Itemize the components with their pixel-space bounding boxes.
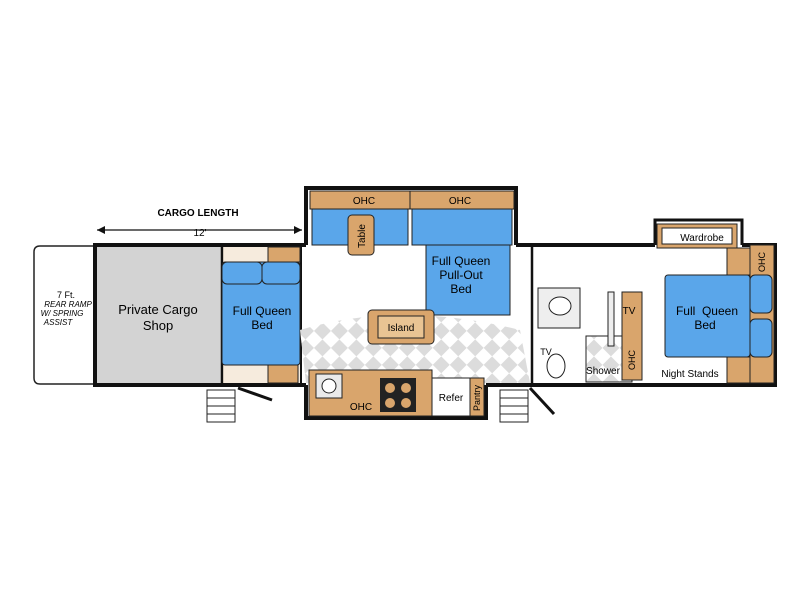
living-floor [300, 315, 530, 383]
shower-label: Shower [586, 366, 621, 377]
cargo-length-dimension [97, 226, 302, 234]
rear-ramp [33, 245, 96, 385]
master-ohc-label: OHC [757, 252, 767, 273]
night-stands-label: Night Stands [661, 369, 718, 380]
island-label: Island [388, 323, 415, 334]
living-slide [309, 190, 515, 316]
front-queen-bed [221, 261, 301, 366]
pullout-line1: Full Queen [432, 254, 491, 268]
exterior-walls [93, 186, 777, 420]
entry-steps-right [499, 386, 556, 423]
bath-ohc-label: OHC [627, 350, 637, 371]
master-queen-bed [664, 274, 751, 358]
cargo-length-title: CARGO LENGTH [157, 208, 238, 219]
front-bed-line2: Bed [251, 318, 272, 332]
master-bed-line1: Full Queen [676, 304, 738, 318]
refer-label: Refer [439, 393, 464, 404]
cargo-shop-line1: Private Cargo [118, 302, 197, 317]
ramp-height: 7 Ft. [57, 290, 75, 300]
pantry-label: Pantry [472, 384, 482, 411]
kitchen-ohc-label: OHC [350, 402, 372, 413]
pullout-bed [425, 244, 511, 316]
dinette-table [347, 214, 375, 256]
ohc-right-label: OHC [449, 196, 471, 207]
cargo-area [97, 247, 222, 383]
entry-steps-left [206, 386, 273, 423]
ramp-line3: ASSIST [43, 318, 74, 327]
ramp-line1: REAR RAMP [44, 300, 92, 309]
cargo-shop-line2: Shop [143, 318, 173, 333]
bathroom [530, 247, 643, 383]
ohc-left-label: OHC [353, 196, 375, 207]
master-bed-line2: Bed [694, 318, 715, 332]
front-bedroom [221, 246, 302, 384]
master-tv-label: TV [623, 306, 636, 317]
kitchen-island [367, 309, 435, 345]
wardrobe-label: Wardrobe [680, 233, 724, 244]
pullout-line2: Pull-Out [439, 268, 483, 282]
bath-tv-label: TV [540, 347, 552, 357]
cargo-length-value: 12' [193, 228, 206, 239]
master-bedroom [656, 223, 775, 384]
front-bed-line1: Full Queen [233, 304, 292, 318]
table-label: Table [357, 224, 368, 248]
pullout-line3: Bed [450, 282, 471, 296]
ramp-line2: W/ SPRING [41, 309, 84, 318]
kitchen-counter [308, 369, 485, 417]
